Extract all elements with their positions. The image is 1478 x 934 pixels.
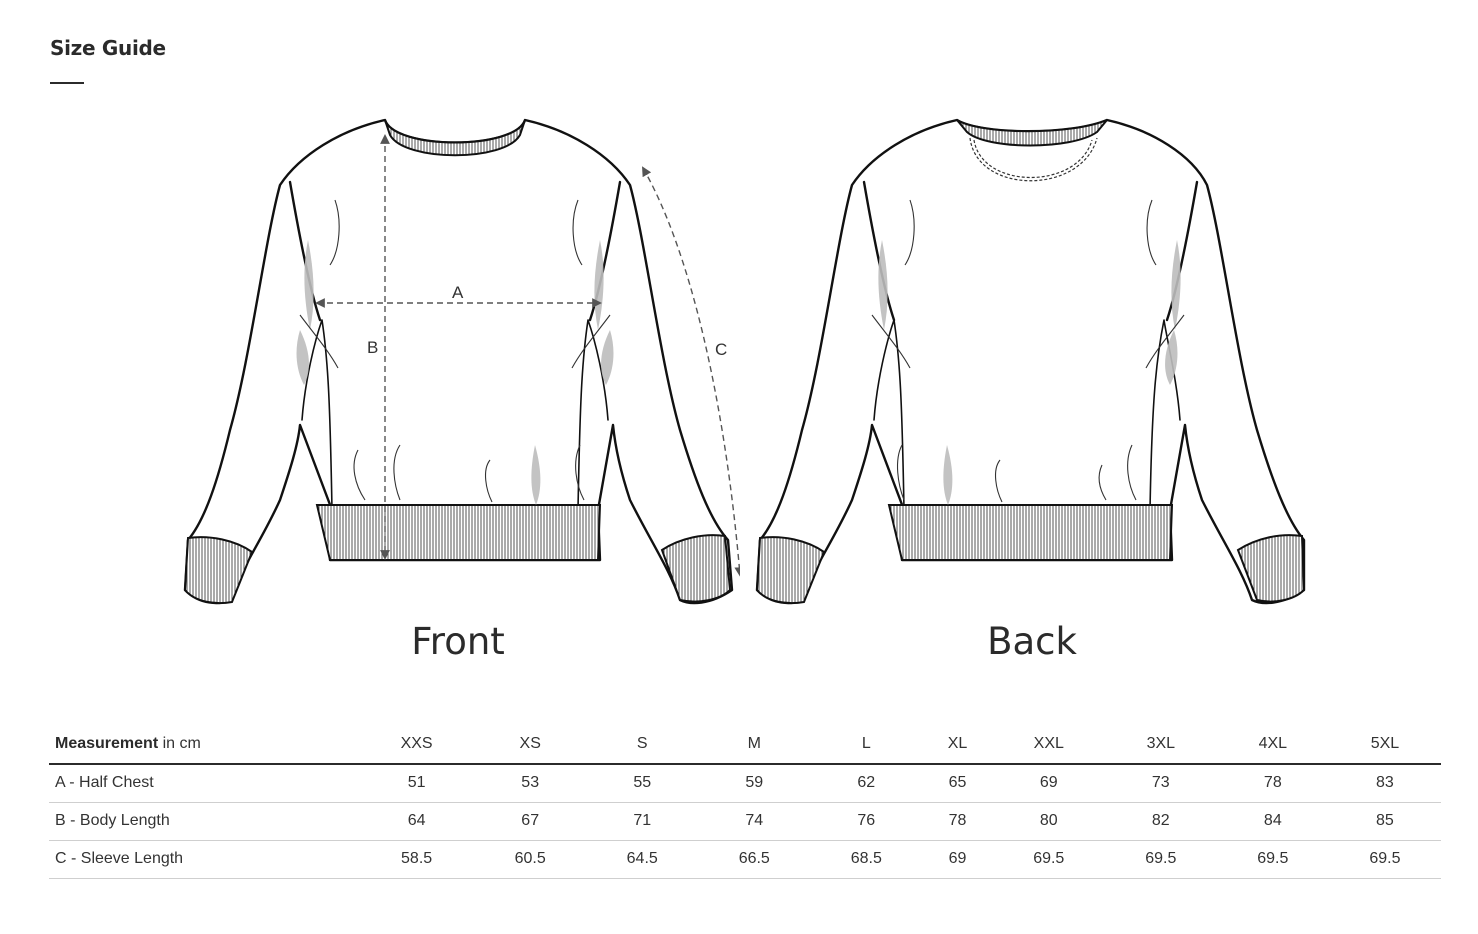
- table-cell: 85: [1328, 802, 1441, 841]
- page-title: Size Guide: [50, 36, 166, 60]
- table-cell: 69: [992, 764, 1105, 803]
- size-header: S: [586, 724, 699, 765]
- size-header: XXL: [992, 724, 1105, 765]
- measure-c-label: C: [715, 340, 727, 359]
- table-cell: 65: [922, 764, 993, 803]
- table-cell: 58.5: [359, 840, 475, 879]
- back-view-label: Back: [987, 620, 1077, 663]
- table-row: A - Half Chest 51 53 55 59 62 65 69 73 7…: [49, 764, 1441, 803]
- table-row: B - Body Length 64 67 71 74 76 78 80 82 …: [49, 802, 1441, 841]
- measurement-header-label: Measurement: [55, 734, 159, 752]
- table-cell: 84: [1216, 802, 1329, 841]
- measure-a-label: A: [452, 283, 464, 302]
- size-table-header: Measurement in cm XXS XS S M L XL XXL 3X…: [49, 724, 1441, 765]
- table-cell: 64.5: [586, 840, 699, 879]
- size-table: Measurement in cm XXS XS S M L XL XXL 3X…: [49, 724, 1441, 879]
- table-cell: 66.5: [698, 840, 811, 879]
- table-cell: 69.5: [1216, 840, 1329, 879]
- row-label: C - Sleeve Length: [49, 840, 359, 879]
- table-cell: 69: [922, 840, 993, 879]
- table-cell: 78: [1216, 764, 1329, 803]
- measurement-header: Measurement in cm: [49, 724, 359, 765]
- size-header: XL: [922, 724, 993, 765]
- table-cell: 59: [698, 764, 811, 803]
- table-cell: 68.5: [810, 840, 923, 879]
- row-label: A - Half Chest: [49, 764, 359, 803]
- table-cell: 62: [810, 764, 923, 803]
- table-cell: 76: [810, 802, 923, 841]
- front-view-label: Front: [411, 620, 505, 663]
- table-cell: 74: [698, 802, 811, 841]
- size-header: L: [810, 724, 923, 765]
- table-cell: 83: [1328, 764, 1441, 803]
- table-cell: 55: [586, 764, 699, 803]
- table-cell: 80: [992, 802, 1105, 841]
- measure-b-label: B: [367, 338, 378, 357]
- table-row: C - Sleeve Length 58.5 60.5 64.5 66.5 68…: [49, 840, 1441, 879]
- size-header: 5XL: [1328, 724, 1441, 765]
- measure-c-line: [642, 166, 740, 577]
- table-cell: 82: [1104, 802, 1217, 841]
- table-cell: 78: [922, 802, 993, 841]
- size-header: M: [698, 724, 811, 765]
- table-cell: 53: [474, 764, 587, 803]
- table-cell: 69.5: [1104, 840, 1217, 879]
- table-cell: 69.5: [1328, 840, 1441, 879]
- table-cell: 71: [586, 802, 699, 841]
- size-header: 3XL: [1104, 724, 1217, 765]
- sweatshirt-front-diagram: A B C: [180, 100, 740, 610]
- table-cell: 64: [359, 802, 475, 841]
- size-header: 4XL: [1216, 724, 1329, 765]
- row-label: B - Body Length: [49, 802, 359, 841]
- sweatshirt-back-diagram: [752, 100, 1312, 610]
- size-header: XS: [474, 724, 587, 765]
- size-header: XXS: [359, 724, 475, 765]
- measurement-unit: in cm: [162, 734, 201, 752]
- table-cell: 67: [474, 802, 587, 841]
- table-cell: 69.5: [992, 840, 1105, 879]
- table-cell: 73: [1104, 764, 1217, 803]
- table-cell: 60.5: [474, 840, 587, 879]
- title-underline: [50, 82, 84, 84]
- table-cell: 51: [359, 764, 475, 803]
